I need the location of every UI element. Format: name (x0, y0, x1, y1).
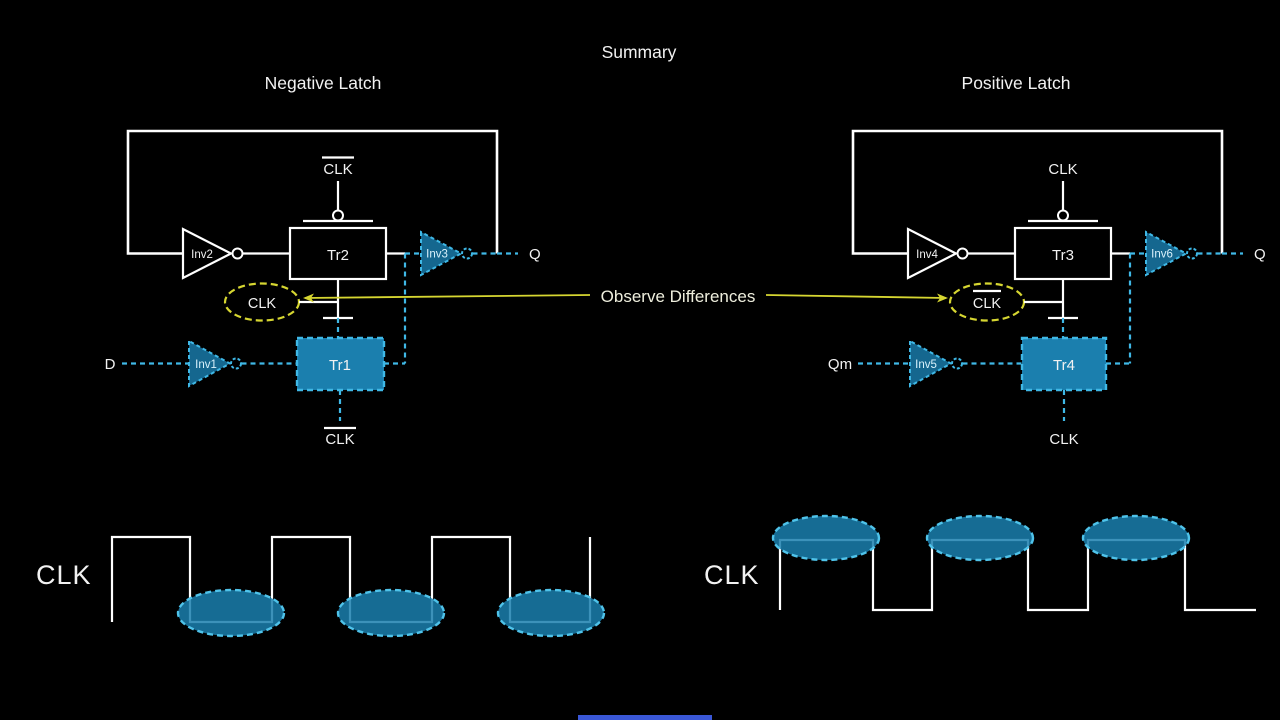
inverter-triangle (188, 339, 233, 388)
q-output-label: Q (529, 246, 541, 263)
inverter-triangle (181, 227, 234, 280)
clk-top-label: CLK (323, 161, 352, 178)
inverter-triangle (909, 339, 954, 388)
feedback-loop-wire (126, 129, 499, 255)
clk-bottom-label: CLK (325, 431, 354, 448)
inverter-inv3: Inv3 (405, 230, 518, 277)
inverter-bubble-icon (951, 357, 963, 370)
tgate-body (295, 336, 386, 392)
positive-latch-heading: Positive Latch (962, 73, 1071, 93)
gate-bubble-icon (332, 209, 344, 222)
tr2-label: Tr2 (327, 247, 349, 264)
page-title: Summary (602, 42, 677, 62)
negative-latch-heading: Negative Latch (265, 73, 382, 93)
inverter-inv6: Inv6 (1130, 230, 1243, 277)
arrowhead-icon (937, 293, 948, 303)
inverter-bubble-icon (461, 247, 473, 260)
inv3-label: Inv3 (426, 249, 448, 261)
inv6-label: Inv6 (1151, 249, 1173, 261)
inverter-inv5: Inv5 (858, 339, 1022, 388)
callout-line (765, 294, 947, 299)
tr3-label: Tr3 (1052, 247, 1074, 264)
waveform-clk-label: CLK (704, 560, 760, 590)
waveform-clk-label: CLK (36, 560, 92, 590)
inverter-bubble-icon (231, 247, 244, 260)
observe-differences-annotation: Observe Differences (303, 287, 948, 306)
positive-latch: Positive Latch Inv4 Tr3 CLK Inv6 (828, 73, 1266, 448)
clk-bottom: CLK (324, 426, 356, 448)
arrowhead-icon (303, 293, 314, 303)
tr1-label: Tr1 (329, 357, 351, 374)
tgate-tr4: Tr4 (1020, 336, 1130, 421)
callout-line (304, 294, 591, 299)
feedback-loop-wire (851, 129, 1224, 255)
inverter-triangle (906, 227, 959, 280)
clk-circled-label: CLK (248, 296, 277, 312)
high-phase-highlight (771, 514, 881, 562)
inv1-label: Inv1 (195, 359, 217, 371)
clk-top: CLK (322, 156, 354, 178)
negative-latch: Negative Latch Inv2 Tr2 CLK (105, 73, 541, 448)
inverter-triangle (420, 230, 464, 277)
qm-input-label: Qm (828, 356, 852, 373)
clk-top-label: CLK (1048, 161, 1077, 178)
inverter-bubble-icon (956, 247, 969, 260)
inverter-bubble-icon (1186, 247, 1198, 260)
q-output-label: Q (1254, 246, 1266, 263)
clk-waveform-negative: CLK (36, 535, 606, 638)
inverter-bubble-icon (230, 357, 242, 370)
clk-bottom-label: CLK (1049, 431, 1078, 448)
annotation-label: Observe Differences (601, 287, 756, 306)
clk-waveform-positive: CLK (704, 514, 1256, 612)
bottom-blue-bar (578, 715, 712, 720)
inverter-inv1: Inv1 (122, 339, 297, 388)
tr4-label: Tr4 (1053, 357, 1075, 374)
inverter-triangle (1145, 230, 1189, 277)
low-phase-highlight (176, 588, 286, 638)
high-phase-highlight (925, 514, 1035, 562)
low-phase-highlight (336, 588, 446, 638)
gate-bubble-icon (1057, 209, 1069, 222)
high-phase-highlight (1081, 514, 1191, 562)
inv5-label: Inv5 (915, 359, 937, 371)
d-input-label: D (105, 356, 116, 373)
inverter-inv2: Inv2 (181, 227, 244, 280)
tgate-tr1: Tr1 (295, 336, 405, 421)
inv4-label: Inv4 (916, 249, 938, 261)
inv2-label: Inv2 (191, 249, 213, 261)
clk-circled-label: CLK (973, 296, 1002, 312)
low-phase-highlight (496, 588, 606, 638)
